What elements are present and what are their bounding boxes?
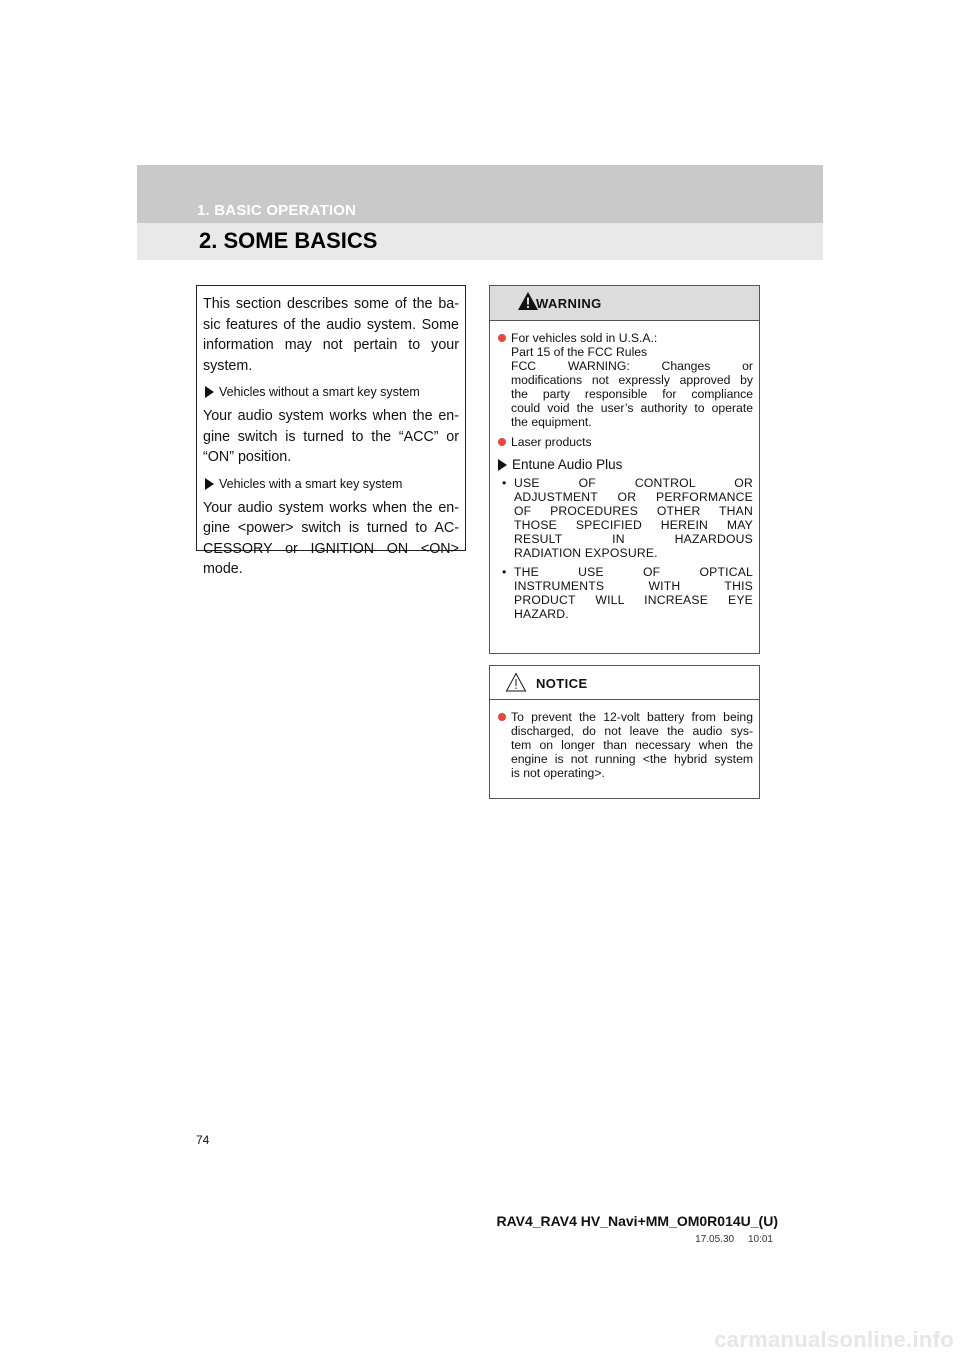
laser-line: HAZARD. [514,607,569,621]
warning-line: For vehicles sold in U.S.A.: [511,331,658,345]
intro-text-without-smart-key: Your audio system works when the en- gin… [203,406,459,468]
warning-heading: WARNING [536,296,602,311]
page-title: 2. SOME BASICS [199,228,378,253]
warning-item-fcc: For vehicles sold in U.S.A.: Part 15 of … [498,331,753,429]
intro-line: CESSORY or IGNITION ON <ON> [203,540,459,557]
page-number: 74 [196,1133,210,1147]
laser-line: RESULT IN HAZARDOUS [514,532,753,546]
notice-body: To prevent the 12-volt battery from bein… [490,700,759,780]
notice-heading: NOTICE [536,676,588,691]
intro-line: mode. [203,561,243,577]
intro-line: This section describes some of the ba- [203,296,459,312]
intro-text-with-smart-key: Your audio system works when the en- gin… [203,498,459,580]
notice-line: tem on longer than necessary when the [511,738,753,752]
laser-line: INSTRUMENTS WITH THIS [514,579,753,593]
warning-header: WARNING [490,286,759,321]
warning-item-laser: Laser products [498,435,753,449]
laser-line: THE USE OF OPTICAL [514,565,753,579]
warning-line: could void the user’s authority to opera… [511,401,753,415]
subheading-label: Entune Audio Plus [512,457,623,472]
laser-line: PRODUCT WILL INCREASE EYE [514,593,753,607]
document-code: RAV4_RAV4 HV_Navi+MM_OM0R014U_(U) [496,1213,778,1229]
notice-line: is not operating>. [511,766,605,780]
intro-line: system. [203,357,253,374]
laser-line: RADIATION EXPOSURE. [514,546,658,560]
warning-line: the equipment. [511,415,592,429]
entune-subheading: Entune Audio Plus [498,457,753,472]
warning-line: modifications not expressly approved by [511,373,753,387]
intro-description: This section describes some of the ba- s… [203,294,459,376]
document-timestamp: 17.05.30 10:01 [695,1234,773,1245]
laser-line: USE OF CONTROL OR [514,476,753,490]
notice-item-battery: To prevent the 12-volt battery from bein… [498,710,753,780]
intro-line: information may not pertain to your [203,337,459,353]
warning-box: WARNING For vehicles sold in U.S.A.: Par… [489,285,760,654]
warning-icon [518,292,538,310]
warning-line: the party responsible for compliance [511,387,753,401]
condition-without-smart-key: Vehicles without a smart key system [203,383,459,401]
intro-line: gine switch is turned to the “ACC” or [203,428,459,445]
title-band: 2. SOME BASICS [137,223,823,260]
notice-line: discharged, do not leave the audio sys- [511,724,753,738]
section-header-band: 1. BASIC OPERATION [137,165,823,223]
condition-with-smart-key: Vehicles with a smart key system [203,475,459,493]
arrow-right-icon [205,386,214,398]
arrow-right-icon [205,477,214,490]
notice-line: To prevent the 12-volt battery from bein… [511,710,753,724]
bullet-dot-icon [498,334,506,342]
laser-line: THOSE SPECIFIED HEREIN MAY [514,518,753,532]
notice-line: engine is not running <the hybrid system [511,752,753,766]
arrow-right-icon [498,458,507,471]
condition-label: Vehicles with a smart key system [219,476,403,491]
notice-header: NOTICE [490,666,759,700]
notice-box: NOTICE To prevent the 12-volt battery fr… [489,665,760,799]
intro-line: gine <power> switch is turned to AC- [203,520,459,536]
laser-line: OF PROCEDURES OTHER THAN [514,504,753,518]
condition-label: Vehicles without a smart key system [219,385,420,399]
laser-warning-2: • THE USE OF OPTICAL INSTRUMENTS WITH TH… [502,565,753,621]
laser-line: ADJUSTMENT OR PERFORMANCE [514,490,753,504]
intro-box: This section describes some of the ba- s… [196,285,466,577]
warning-line: Part 15 of the FCC Rules [511,345,648,359]
warning-laser-text: Laser products [511,435,592,449]
intro-line: “ON” position. [203,449,292,465]
warning-line: FCC WARNING: Changes or [511,359,753,373]
section-label: 1. BASIC OPERATION [197,202,357,219]
bullet-dot-icon [498,713,506,721]
bullet-dot-icon [498,438,506,446]
intro-line: sic features of the audio system. Some [203,316,459,333]
intro-line: Your audio system works when the en- [203,499,459,516]
intro-line: Your audio system works when the en- [203,408,459,424]
caution-outline-icon [505,672,527,692]
site-watermark[interactable]: carmanualsonline.info [714,1327,954,1352]
laser-warning-1: • USE OF CONTROL OR ADJUSTMENT OR PERFOR… [502,476,753,560]
warning-body: For vehicles sold in U.S.A.: Part 15 of … [490,321,759,621]
